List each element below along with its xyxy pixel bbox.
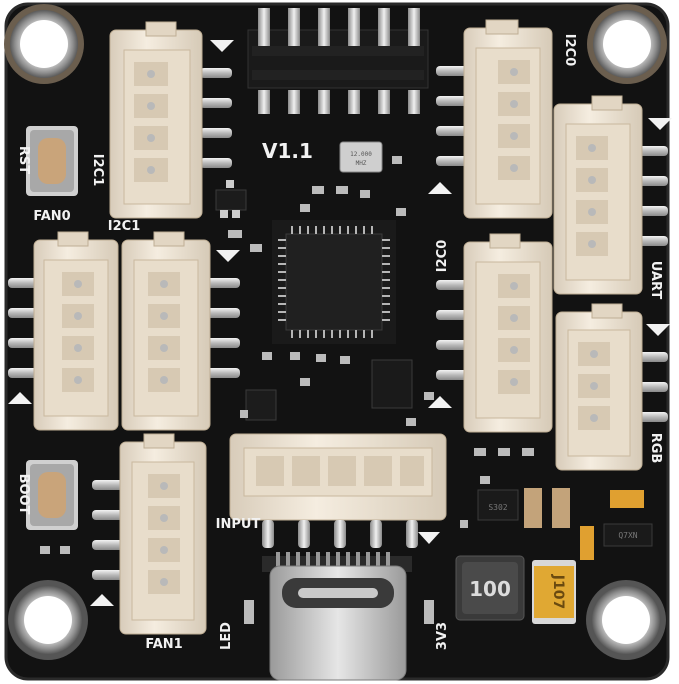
- connector-left-a: [8, 231, 119, 431]
- connector-rgb: [555, 303, 668, 471]
- power-inductor: 100: [455, 555, 525, 621]
- boot-button[interactable]: [26, 460, 78, 530]
- mounting-hole-bottom-left: [8, 580, 88, 660]
- arrow-marker-input: [418, 532, 440, 544]
- label-rgb: RGB: [648, 433, 663, 464]
- usb-c-port[interactable]: [262, 552, 412, 681]
- arrow-marker-fan1: [90, 594, 114, 606]
- led-3v3-indicator: [424, 600, 434, 624]
- label-boot: BOOT: [16, 474, 31, 515]
- tantalum-capacitor: J107: [532, 560, 576, 624]
- svg-text:MHZ: MHZ: [356, 160, 367, 167]
- svg-text:12.000: 12.000: [350, 151, 372, 158]
- crystal-oscillator: 12.000 MHZ: [339, 141, 383, 173]
- label-rst: RST: [16, 146, 31, 174]
- label-i2c0-top: I2C0: [562, 34, 577, 66]
- connector-input: [229, 433, 447, 548]
- reset-button[interactable]: [26, 126, 78, 196]
- small-components-cluster: [215, 156, 406, 252]
- svg-text:S302: S302: [488, 503, 507, 512]
- arrow-marker-i2c1: [210, 40, 234, 52]
- mounting-hole-bottom-right: [586, 580, 666, 660]
- connector-i2c1-side: [109, 21, 232, 219]
- label-uart: UART: [648, 261, 663, 300]
- arrow-marker-rgb: [646, 324, 670, 336]
- label-3v3: 3V3: [435, 622, 450, 650]
- version-label: V1.1: [262, 139, 313, 163]
- label-i2c1-bottom: I2C1: [108, 219, 140, 234]
- label-fan1: FAN1: [145, 637, 182, 652]
- mounting-hole-top-right: [587, 4, 667, 84]
- power-section: S302 Q7XN: [460, 488, 653, 560]
- label-i2c0-mid: I2C0: [435, 240, 450, 272]
- connector-left-b: [121, 231, 240, 431]
- connector-uart: [553, 95, 668, 295]
- tantalum-marking: J107: [550, 574, 566, 609]
- pin-header-2x6: [247, 8, 429, 114]
- label-fan0: FAN0: [33, 209, 70, 224]
- mounting-hole-top-left: [4, 4, 84, 84]
- microcontroller-chip: [272, 220, 396, 344]
- connector-i2c0-mid: [436, 233, 553, 433]
- arrow-marker-left: [8, 392, 32, 404]
- connector-i2c0-top: [436, 19, 553, 219]
- svg-text:Q7XN: Q7XN: [618, 531, 637, 540]
- connector-fan1: [92, 433, 207, 635]
- led-indicator: [244, 600, 254, 624]
- arrow-marker-uart: [648, 118, 672, 130]
- label-led: LED: [219, 622, 234, 650]
- label-i2c1-side: I2C1: [90, 154, 105, 186]
- arrow-marker-i2c0-mid: [428, 396, 452, 408]
- label-input: INPUT: [216, 517, 261, 532]
- passive-components: [40, 352, 534, 554]
- arrow-marker-i2c0-top: [428, 182, 452, 194]
- arrow-marker-mid: [216, 250, 240, 262]
- inductor-value: 100: [469, 577, 511, 601]
